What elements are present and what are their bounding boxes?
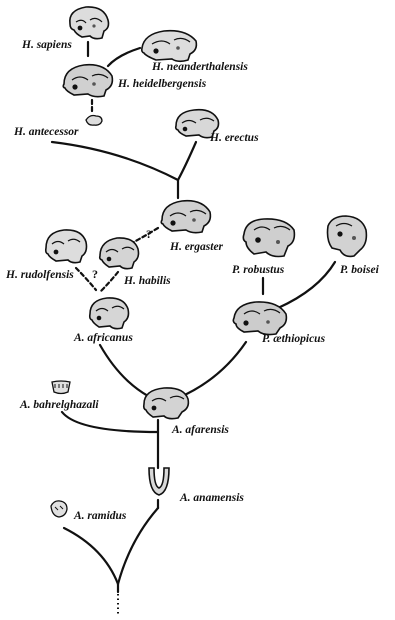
h-heidelbergensis-skull-icon <box>60 60 116 100</box>
p-boisei-skull-icon <box>322 212 370 260</box>
h-antecessor-skull-icon <box>84 112 104 128</box>
label-a-africanus: A. africanus <box>74 333 133 345</box>
label-h-antecessor: H. antecessor <box>14 127 79 139</box>
h-sapiens-skull-icon <box>64 4 112 42</box>
label-a-bahrelghazali: A. bahrelghazali <box>20 400 99 412</box>
h-ergaster-skull-icon <box>158 196 214 236</box>
h-habilis-skull-icon <box>96 234 142 272</box>
branch-erectus-ergaster <box>178 142 196 180</box>
p-robustus-skull-icon <box>240 214 298 260</box>
a-anamensis-jaw-icon <box>146 466 172 498</box>
label-h-ergaster: H. ergaster <box>170 242 223 254</box>
label-h-rudolfensis: H. rudolfensis <box>6 270 74 282</box>
label-h-habilis: H. habilis <box>124 276 171 288</box>
h-rudolfensis-skull-icon <box>42 226 90 266</box>
a-africanus-skull-icon <box>86 294 132 332</box>
uncertain-marker-ergaster: ? <box>146 228 152 240</box>
h-neanderthalensis-skull-icon <box>138 26 200 64</box>
label-h-neanderthalensis: H. neanderthalensis <box>152 62 248 74</box>
label-p-aethiopicus: P. æthiopicus <box>262 334 325 346</box>
label-h-sapiens: H. sapiens <box>22 40 72 52</box>
uncertain-marker-habilis: ? <box>92 268 98 280</box>
label-h-erectus: H. erectus <box>210 133 259 145</box>
label-a-ramidus: A. ramidus <box>74 511 126 523</box>
branch-antecessor-ergaster <box>52 142 178 180</box>
a-ramidus-fragment-icon <box>48 498 70 520</box>
label-p-robustus: P. robustus <box>232 265 284 277</box>
label-a-anamensis: A. anamensis <box>180 493 244 505</box>
label-h-heidelbergensis: H. heidelbergensis <box>118 79 206 91</box>
p-aethiopicus-skull-icon <box>230 296 290 338</box>
a-bahrelghazali-jaw-icon <box>50 378 72 396</box>
label-a-afarensis: A. afarensis <box>172 425 229 437</box>
branch-habilis-africanus <box>100 272 118 292</box>
branch-ramidus-root <box>64 528 118 584</box>
label-p-boisei: P. boisei <box>340 265 379 277</box>
a-afarensis-skull-icon <box>140 384 192 422</box>
